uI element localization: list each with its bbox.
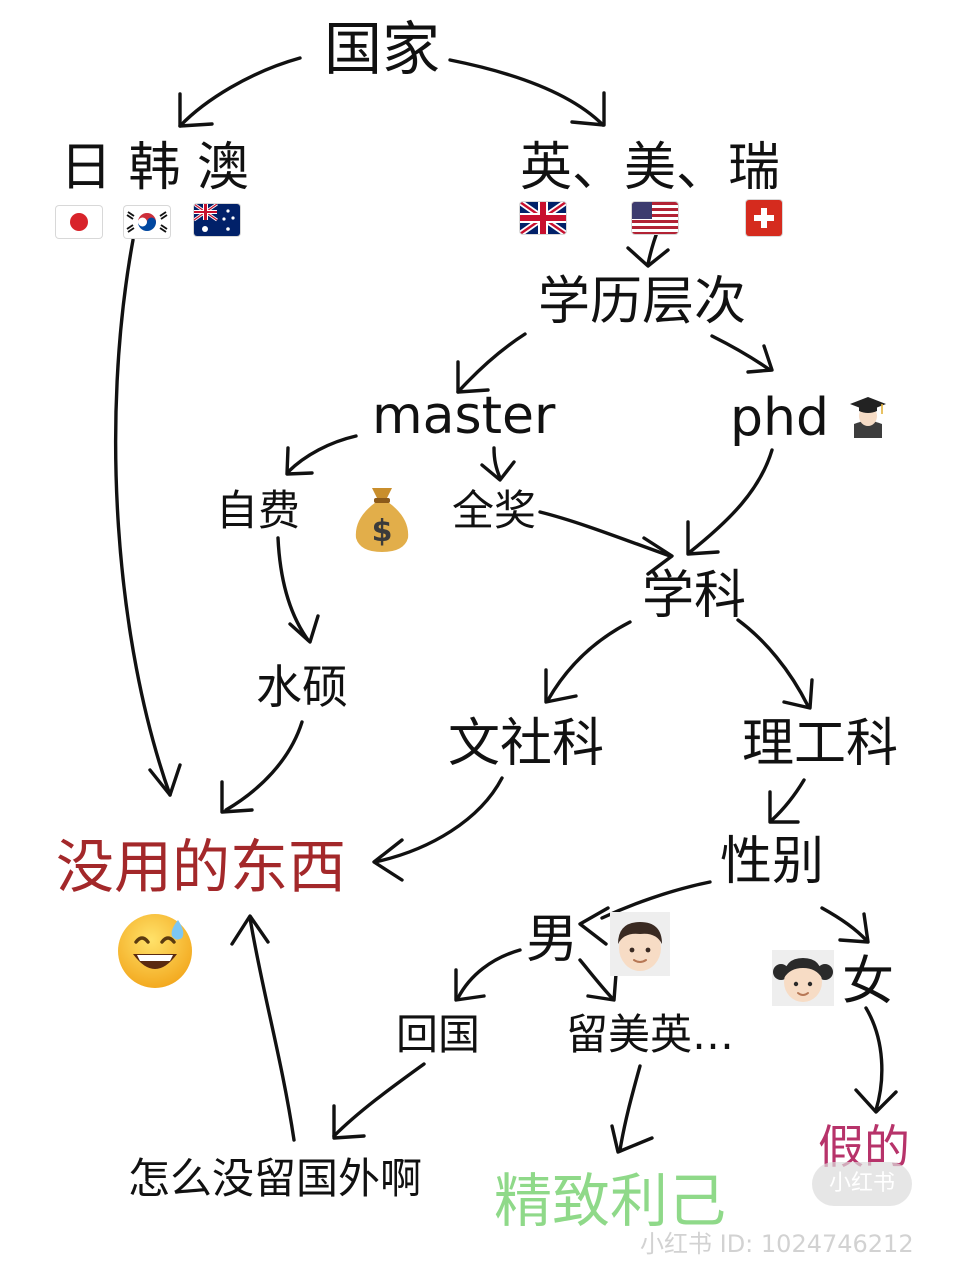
arrow-country-to-jka <box>178 56 302 128</box>
arrow-subject-to-stem <box>736 618 810 708</box>
arrowhead-degree-to-master <box>456 360 490 394</box>
arrow-female-to-fake <box>864 1006 884 1112</box>
arrow-country-to-uks <box>448 58 605 127</box>
arrowhead-self-to-water <box>288 614 320 644</box>
money-bag-emoji-icon: $ <box>350 484 414 554</box>
arrowhead-return-to-whynot <box>332 1104 366 1140</box>
arrow-return-to-whynot <box>332 1062 426 1138</box>
arrow-full-to-subject <box>538 510 672 558</box>
switzerland-flag-icon <box>746 200 782 236</box>
node-stay-us-uk: 留美英… <box>566 1010 735 1059</box>
us-flag-icon <box>632 202 678 234</box>
node-return-home: 回国 <box>396 1010 481 1059</box>
node-humanities: 文社科 <box>448 714 605 774</box>
arrow-subject-to-hum <box>546 620 632 702</box>
arrowhead-whynot-to-useless <box>230 914 270 946</box>
node-uk-us-ch: 英、美、瑞 <box>520 138 781 198</box>
arrowhead-male <box>578 906 610 946</box>
arrow-male-to-stay <box>578 958 614 1000</box>
arrow-master-to-full <box>492 446 502 480</box>
arrowhead-stem-to-gender <box>768 790 800 824</box>
arrowhead-male-to-stay <box>586 972 618 1002</box>
arrowhead-full-to-subject <box>642 536 674 576</box>
arrowhead-country-to-jka <box>178 92 214 128</box>
arrow-whynot-to-useless <box>248 916 296 1142</box>
node-self-funded: 自费 <box>216 486 301 535</box>
arrow-stay-to-exquisite <box>618 1064 642 1152</box>
arrowhead-degree-to-phd <box>746 344 774 374</box>
arrowhead-country-to-uks <box>570 91 606 127</box>
arrowhead-master-to-self <box>285 446 314 476</box>
arrowhead-master-to-full <box>480 460 516 482</box>
node-stem: 理工科 <box>742 714 899 774</box>
arrowhead-uks-to-degree <box>626 246 670 268</box>
arrowhead-female-to-fake <box>854 1088 898 1114</box>
arrowhead-water-to-useless <box>220 780 254 814</box>
arrow-degree-to-master <box>456 332 527 394</box>
arrow-gender-to-female <box>820 906 868 942</box>
arrowhead-subject-to-stem <box>782 678 814 710</box>
watermark-logo: 小红书 <box>812 1162 912 1206</box>
node-useless: 没用的东西 <box>56 833 347 901</box>
japan-flag-icon <box>56 206 102 238</box>
arrowhead-male-to-return <box>454 968 486 1002</box>
watermark-text: 小红书 ID: 1024746212 <box>640 1230 914 1258</box>
node-master: master <box>372 386 556 446</box>
node-subject: 学科 <box>642 566 747 626</box>
sweat-smile-emoji-icon <box>116 912 194 990</box>
arrowhead-gender-to-female <box>838 912 870 944</box>
arrowhead-subject-to-hum <box>544 668 578 704</box>
node-phd: phd <box>730 388 829 448</box>
arrow-phd-to-subject <box>688 448 774 554</box>
graduate-emoji-icon <box>848 394 888 438</box>
arrow-master-to-self <box>286 434 358 474</box>
arrowhead-jka-to-useless <box>148 763 182 797</box>
node-exquisite-egoist: 精致利己 <box>494 1167 727 1235</box>
arrow-hum-to-useless <box>373 776 504 864</box>
arrowhead-hum-to-useless <box>372 838 404 882</box>
arrow-stem-to-gender <box>770 778 806 822</box>
node-full-scholarship: 全奖 <box>452 486 537 535</box>
arrow-male-to-return <box>456 948 522 1000</box>
node-gender: 性别 <box>720 832 825 892</box>
node-degree-level: 学历层次 <box>538 272 747 332</box>
arrow-jka-to-useless <box>114 238 172 797</box>
node-jp-kr-au: 日 韩 澳 <box>60 138 250 198</box>
arrowhead-phd-to-subject <box>686 520 720 556</box>
node-why-not-stay-abroad: 怎么没留国外啊 <box>128 1154 423 1203</box>
korea-flag-icon <box>124 206 170 238</box>
node-country: 国家 <box>324 15 441 83</box>
node-water-master: 水硕 <box>256 660 348 714</box>
node-female: 女 <box>842 952 895 1012</box>
arrow-water-to-useless <box>224 720 304 812</box>
australia-flag-icon <box>194 204 240 236</box>
arrowhead-stay-to-exquisite <box>610 1124 654 1154</box>
arrow-self-to-water <box>276 536 310 642</box>
arrow-degree-to-phd <box>710 334 772 372</box>
girl-emoji-icon <box>772 950 834 1006</box>
boy-emoji-icon <box>610 912 670 976</box>
node-male: 男 <box>526 910 579 970</box>
uk-flag-icon <box>520 202 566 234</box>
svg-text:$: $ <box>372 514 393 549</box>
